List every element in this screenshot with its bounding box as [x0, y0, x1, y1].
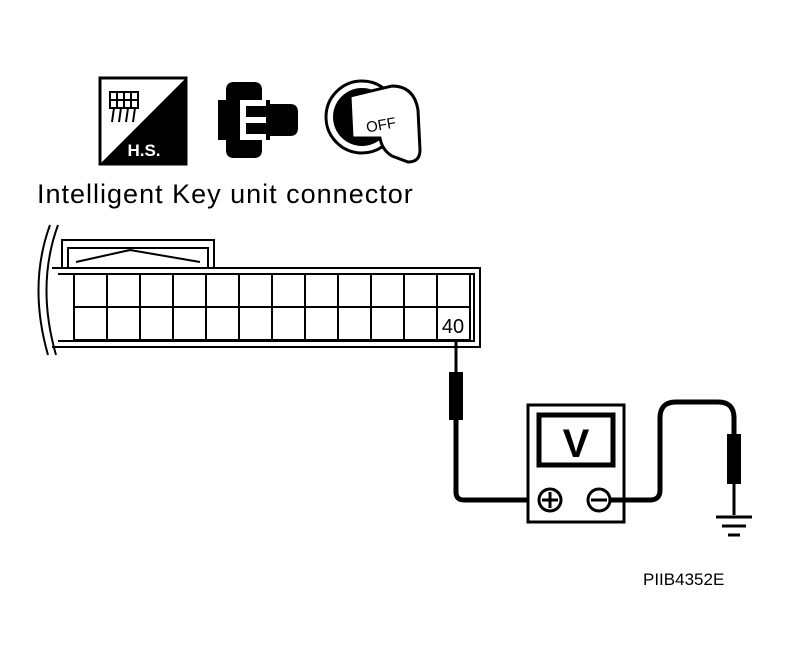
terminal-number: 40 — [442, 316, 464, 338]
connector-title: Intelligent Key unit connector — [37, 179, 414, 209]
harness-sign-label: H.S. — [127, 141, 160, 160]
harness-sign-icon: H.S. — [98, 76, 188, 166]
terminal-40-cavity — [436, 306, 471, 341]
positive-terminal-icon — [537, 487, 563, 513]
connector-cavity-grid — [73, 273, 471, 341]
positive-probe — [449, 340, 528, 503]
ignition-key-off-icon: OFF — [324, 79, 422, 164]
voltmeter: V — [526, 403, 626, 524]
negative-probe — [610, 399, 741, 515]
figure-code: PIIB4352E — [643, 570, 724, 589]
negative-terminal-icon — [586, 487, 612, 513]
connector-disconnect-icon — [218, 82, 298, 158]
voltmeter-label: V — [563, 422, 590, 466]
ignition-off-label: OFF — [365, 115, 397, 137]
ground-icon — [716, 515, 752, 537]
